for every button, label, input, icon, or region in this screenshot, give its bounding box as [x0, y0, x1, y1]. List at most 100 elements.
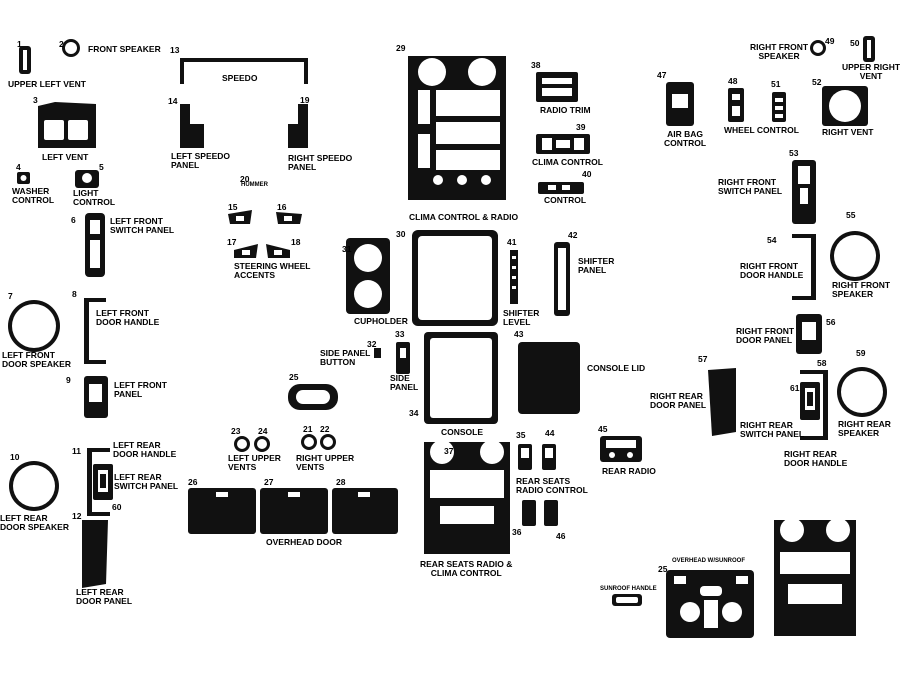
label-shifter-panel: SHIFTER PANEL: [578, 256, 615, 275]
part-right-rear-switch-panel: [800, 382, 820, 420]
part-clima-control: [536, 134, 590, 154]
callout-number: 36: [512, 527, 522, 537]
callout-number: 49: [825, 36, 835, 46]
label-left-rear-door-speaker: LEFT REAR DOOR SPEAKER: [0, 513, 69, 532]
part-rear-radio: [600, 436, 642, 462]
callout-number: 48: [728, 76, 738, 86]
callout-number: 8: [72, 289, 77, 299]
part-steering-wheel-accents: [228, 210, 302, 258]
callout-number: 41: [507, 237, 517, 247]
callout-number: 43: [514, 329, 524, 339]
label-side-panel: SIDE PANEL: [390, 373, 419, 392]
label-right-rear-door-panel: RIGHT REAR DOOR PANEL: [650, 391, 707, 410]
part-side-panel-button: [374, 348, 381, 358]
callout-number: 58: [817, 358, 827, 368]
label-left-vent: LEFT VENT: [42, 152, 89, 162]
part-rear-seat-radio-climate-panel: [774, 518, 856, 636]
callout-number: 3: [33, 95, 38, 105]
callout-number: 44: [545, 428, 555, 438]
part-overhead-sunroof: [666, 570, 754, 638]
callout-number: 15: [228, 202, 238, 212]
callout-number: 16: [277, 202, 287, 212]
callout-number: 33: [395, 329, 405, 339]
part-right-front-speaker-small: [810, 40, 826, 56]
callout-number: 54: [767, 235, 777, 245]
callout-number: 61: [790, 383, 800, 393]
label-control: CONTROL: [544, 195, 587, 205]
callout-number: 4: [16, 162, 21, 172]
label-air-bag-control: AIR BAG CONTROL: [664, 129, 707, 148]
part-left-rear-door-panel: [82, 520, 108, 588]
callout-number: 29: [396, 43, 406, 53]
part-shifter-level: [510, 250, 518, 304]
label-front-speaker: FRONT SPEAKER: [88, 44, 161, 54]
part-air-bag-control: [666, 82, 694, 126]
callout-number: 34: [409, 408, 419, 418]
callout-number: 19: [300, 95, 310, 105]
label-right-vent: RIGHT VENT: [822, 127, 874, 137]
callout-number: 10: [10, 452, 20, 462]
part-left-front-door-speaker: [8, 300, 60, 352]
part-rear-seats-radio-clima: [424, 440, 510, 554]
callout-number: 35: [516, 430, 526, 440]
label-clima-control-radio: CLIMA CONTROL & RADIO: [409, 212, 519, 222]
callout-number: 25: [289, 372, 299, 382]
callout-number: 27: [264, 477, 274, 487]
callout-number: 23: [231, 426, 241, 436]
callout-number: 53: [789, 148, 799, 158]
label-left-rear-switch-panel: LEFT REAR SWITCH PANEL: [114, 472, 179, 491]
part-left-vent: [38, 102, 96, 148]
callout-number: 32: [367, 339, 377, 349]
part-side-panel: [396, 342, 410, 374]
callout-number: 31: [342, 244, 352, 254]
part-overhead-doors: [188, 488, 398, 534]
part-console-lid: [518, 342, 580, 414]
label-cupholder: CUPHOLDER: [354, 316, 408, 326]
callout-number: 13: [170, 45, 180, 55]
part-right-front-switch-panel: [792, 160, 816, 224]
part-control: [538, 182, 584, 194]
callout-number: 55: [846, 210, 856, 220]
label-upper-left-vent: UPPER LEFT VENT: [8, 79, 86, 89]
label-sunroof-handle: SUNROOF HANDLE: [600, 586, 657, 592]
part-center-screen: [412, 230, 498, 326]
part-left-rear-switch-panel: [93, 464, 113, 500]
label-left-rear-door-handle: LEFT REAR DOOR HANDLE: [113, 440, 177, 459]
part-upper-left-vent: [19, 46, 31, 74]
label-right-upper-vents: RIGHT UPPER VENTS: [296, 453, 355, 472]
label-rear-radio: REAR RADIO: [602, 466, 656, 476]
callout-number: 59: [856, 348, 866, 358]
label-left-front-door-speaker: LEFT FRONT DOOR SPEAKER: [2, 350, 71, 369]
label-right-rear-door-handle: RIGHT REAR DOOR HANDLE: [784, 449, 848, 468]
label-right-front-switch-panel: RIGHT FRONT SWITCH PANEL: [718, 177, 783, 196]
part-left-front-panel: [84, 376, 108, 418]
part-right-upper-vents: [301, 434, 336, 450]
callout-number: 60: [112, 502, 122, 512]
part-right-vent: [822, 86, 868, 126]
label-overhead-sunroof: OVERHEAD W/SUNROOF: [672, 558, 746, 564]
part-speedo: [180, 58, 308, 84]
callout-number: 14: [168, 96, 178, 106]
callout-number: 51: [771, 79, 781, 89]
label-right-front-door-handle: RIGHT FRONT DOOR HANDLE: [740, 261, 804, 280]
label-rear-seats-radio-control: REAR SEATS RADIO CONTROL: [516, 476, 588, 495]
part-light-control: [75, 170, 99, 188]
label-upper-right-vent: UPPER RIGHT VENT: [842, 62, 900, 81]
callout-number: 45: [598, 424, 608, 434]
label-right-rear-speaker: RIGHT REAR SPEAKER: [838, 419, 891, 438]
label-left-front-panel: LEFT FRONT PANEL: [114, 380, 167, 399]
label-right-rear-switch-panel: RIGHT REAR SWITCH PANEL: [740, 420, 805, 439]
part-right-front-door-handle: [792, 234, 816, 300]
part-sunroof-handle: [612, 594, 642, 606]
part-radio-trim: [536, 72, 578, 102]
label-overhead-door: OVERHEAD DOOR: [266, 537, 343, 547]
part-left-upper-vents: [234, 436, 270, 452]
callout-number: 24: [623, 598, 630, 604]
part-washer-control: [17, 172, 30, 184]
callout-number: 57: [698, 354, 708, 364]
callout-number: 11: [72, 446, 81, 456]
label-hummer: HUMMER: [241, 182, 268, 188]
callout-number: 17: [227, 237, 237, 247]
